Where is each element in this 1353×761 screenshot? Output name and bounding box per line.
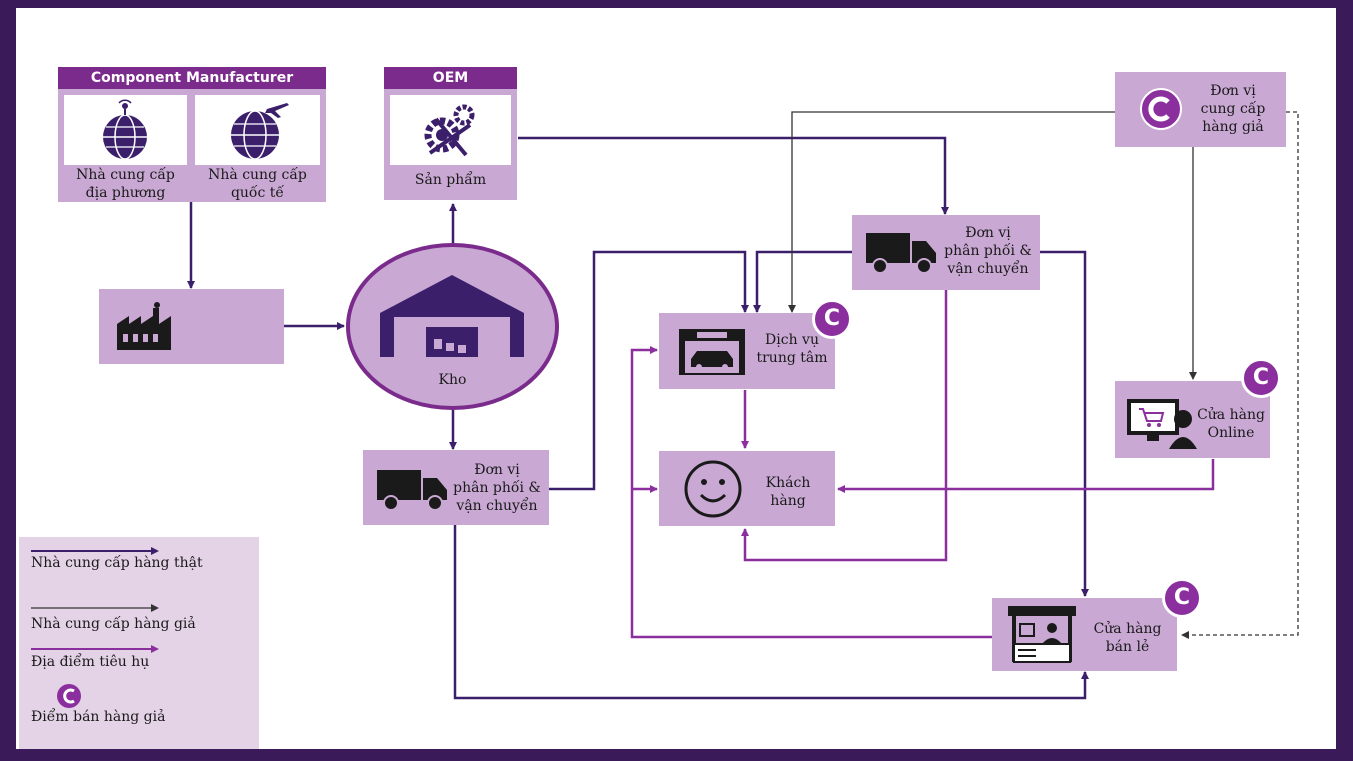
shop-stall-icon xyxy=(1008,606,1076,663)
radar-globe-icon xyxy=(103,99,147,160)
counterfeit-c-icon xyxy=(1140,88,1182,130)
counterfeit-supplier-box: Đơn vị cung cấp hàng giả xyxy=(1115,72,1286,147)
distributor-bottom-box: Đơn vị phân phối & vận chuyển xyxy=(363,450,549,525)
factory-box xyxy=(99,289,284,364)
counterfeit-flows xyxy=(788,111,1299,639)
online-store-box: Cửa hàng Online xyxy=(1115,381,1270,458)
distributor-bottom-label: Đơn vị phân phối & vận chuyển xyxy=(453,462,541,514)
online-store-label: Cửa hàng Online xyxy=(1197,407,1265,441)
counterfeit-badge-service: C xyxy=(812,299,852,339)
legend: Nhà cung cấp hàng thật Nhà cung cấp hàng… xyxy=(19,537,259,749)
intl-supplier-tile xyxy=(195,95,320,165)
legend-swatches xyxy=(31,547,159,708)
warehouse-circle: Kho xyxy=(346,243,559,410)
warehouse-icon xyxy=(380,275,524,357)
warehouse-label: Kho xyxy=(438,372,467,388)
customer-label: Khách hàng xyxy=(765,475,811,509)
consumption-flows xyxy=(630,290,1215,639)
legend-consumption-label: Địa điểm tiêu hụ xyxy=(31,654,150,670)
retail-store-box: Cửa hàng bán lẻ xyxy=(992,598,1177,671)
airplane-globe-icon xyxy=(231,103,289,160)
local-supplier-tile xyxy=(64,95,187,165)
service-center-label: Dịch vụ trung tâm xyxy=(756,332,828,366)
garage-car-icon xyxy=(679,329,745,375)
service-center-box: Dịch vụ trung tâm xyxy=(659,313,835,389)
counterfeit-supplier-label: Đơn vị cung cấp hàng giả xyxy=(1200,83,1266,135)
distributor-top-label: Đơn vị phân phối & vận chuyển xyxy=(944,225,1032,277)
oem-header: OEM xyxy=(384,67,517,89)
legend-genuine-label: Nhà cung cấp hàng thật xyxy=(31,555,203,571)
counterfeit-badge-retail: C xyxy=(1162,578,1202,618)
local-supplier-label: Nhà cung cấp địa phương xyxy=(76,167,175,201)
component-manufacturer-header: Component Manufacturer xyxy=(58,67,326,89)
intl-supplier-label: Nhà cung cấp quốc tế xyxy=(208,167,307,201)
customer-box: Khách hàng xyxy=(659,451,835,526)
factory-icon xyxy=(117,302,171,350)
legend-fake-point-label: Điểm bán hàng giả xyxy=(31,709,166,725)
oem-product-tile xyxy=(390,95,511,165)
legend-counterfeit-label: Nhà cung cấp hàng giả xyxy=(31,616,196,632)
truck-icon xyxy=(866,233,936,274)
truck-icon xyxy=(377,470,447,511)
distributor-top-box: Đơn vị phân phối & vận chuyển xyxy=(852,215,1040,290)
counterfeit-badge-online: C xyxy=(1241,358,1281,398)
retail-store-label: Cửa hàng bán lẻ xyxy=(1093,621,1162,655)
gears-wrench-icon xyxy=(424,104,475,157)
genuine-flows xyxy=(187,136,1089,700)
oem-product-label: Sản phẩm xyxy=(414,172,487,188)
smiley-face-icon xyxy=(684,460,742,518)
computer-shopper-icon xyxy=(1127,399,1197,449)
